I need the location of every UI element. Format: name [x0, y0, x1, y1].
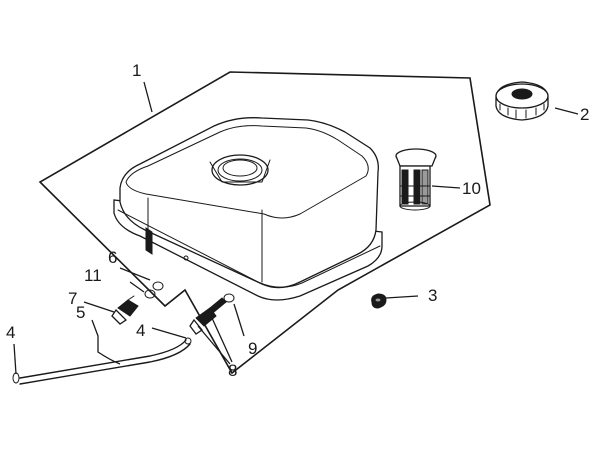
fuel-valve	[189, 297, 227, 335]
leader-lines	[13, 81, 579, 375]
fuel-tank	[113, 117, 383, 301]
callout-2: 2	[580, 105, 589, 124]
washers	[144, 281, 164, 299]
drain-nut	[371, 293, 387, 309]
callout-8: 8	[228, 361, 237, 380]
callout-11: 11	[84, 266, 102, 285]
fuel-cock	[111, 295, 139, 325]
fuel-hose	[19, 337, 192, 385]
callout-4-center: 4	[136, 321, 145, 340]
callout-3: 3	[428, 286, 437, 305]
callout-1: 1	[132, 61, 141, 80]
callout-7: 7	[68, 289, 77, 308]
callout-10: 10	[462, 179, 481, 198]
fuel-cap	[495, 81, 549, 121]
callout-9: 9	[248, 339, 257, 358]
o-ring	[223, 293, 235, 303]
callout-6: 6	[108, 248, 117, 267]
callout-5: 5	[76, 303, 85, 322]
fuel-strainer	[395, 148, 437, 211]
hose-clamp	[12, 372, 20, 384]
callout-4-left: 4	[6, 323, 15, 342]
